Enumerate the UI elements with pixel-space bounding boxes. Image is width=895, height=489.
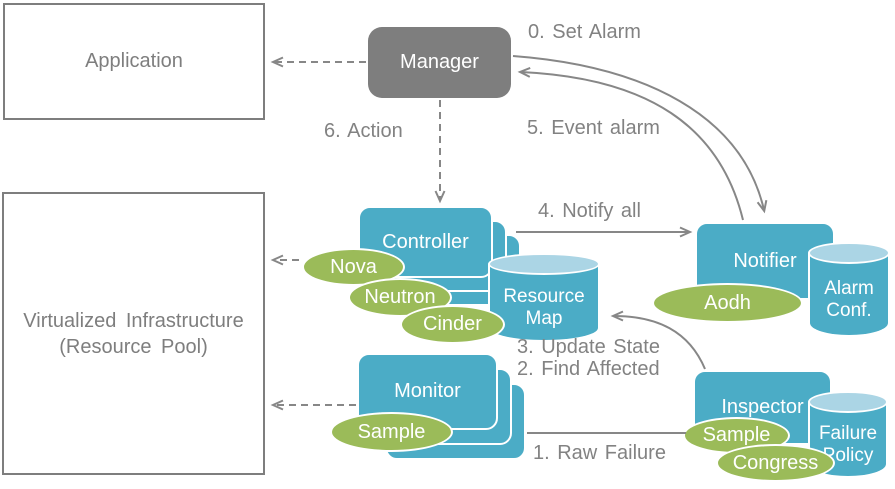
- alarm-conf-cylinder-top: [808, 242, 890, 264]
- congress-label: Congress: [732, 451, 819, 474]
- arc-event-alarm: [517, 67, 744, 221]
- inspector-label: Inspector: [721, 396, 804, 418]
- alarm-conf-cylinder: Alarm Conf.: [808, 242, 890, 337]
- controller-node: Controller: [358, 206, 493, 278]
- aodh-label: Aodh: [704, 291, 751, 314]
- application-box: Application: [3, 3, 265, 120]
- resource-map-label-line2: Map: [525, 307, 563, 329]
- monitor-sample-ellipse: Sample: [330, 412, 453, 452]
- monitor-label: Monitor: [394, 380, 461, 402]
- alarm-conf-cylinder-body: [808, 252, 890, 337]
- alarm-conf-label-line2: Conf.: [826, 299, 872, 321]
- cinder-label: Cinder: [423, 313, 482, 335]
- virtualized-infrastructure-label-line1: Virtualized Infrastructure: [23, 309, 244, 332]
- label-step5-event-alarm: 5. Event alarm: [527, 117, 660, 139]
- resource-map-cylinder-body: [488, 263, 600, 342]
- neutron-label: Neutron: [364, 286, 436, 308]
- failure-policy-cylinder-top: [808, 391, 888, 413]
- label-step1-raw-failure: 1. Raw Failure: [533, 442, 666, 464]
- failure-policy-label-line2: Policy: [822, 444, 874, 466]
- label-step2-find-affected: 2. Find Affected: [517, 358, 660, 380]
- label-step3-update-state: 3. Update State: [517, 336, 660, 358]
- resource-map-label-line1: Resource: [503, 285, 585, 307]
- failure-policy-cylinder-body: [808, 401, 888, 478]
- label-step0-set-alarm: 0. Set Alarm: [528, 21, 641, 43]
- virtualized-infrastructure-box: Virtualized Infrastructure (Resource Poo…: [2, 192, 265, 475]
- notifier-label: Notifier: [733, 249, 797, 272]
- application-label: Application: [85, 50, 183, 72]
- aodh-ellipse: Aodh: [652, 283, 803, 323]
- failure-policy-label-line1: Failure: [818, 422, 878, 444]
- virtualized-infrastructure-label-line2: (Resource Pool): [59, 335, 208, 358]
- congress-ellipse: Congress: [716, 444, 835, 482]
- cinder-ellipse: Cinder: [400, 305, 505, 344]
- resource-map-cylinder-top: [488, 253, 600, 275]
- failure-policy-cylinder: Failure Policy: [808, 391, 888, 478]
- manager-label: Manager: [400, 51, 479, 73]
- alarm-conf-label-line1: Alarm: [824, 277, 874, 299]
- inspector-sample-label: Sample: [702, 424, 771, 446]
- neutron-ellipse: Neutron: [348, 278, 452, 317]
- manager-node: Manager: [368, 27, 511, 98]
- nova-label: Nova: [330, 255, 377, 278]
- resource-map-cylinder: Resource Map: [488, 253, 600, 342]
- monitor-sample-label: Sample: [357, 420, 426, 443]
- label-step4-notify-all: 4. Notify all: [538, 200, 641, 222]
- controller-label: Controller: [382, 230, 469, 253]
- label-step6-action: 6. Action: [324, 120, 403, 142]
